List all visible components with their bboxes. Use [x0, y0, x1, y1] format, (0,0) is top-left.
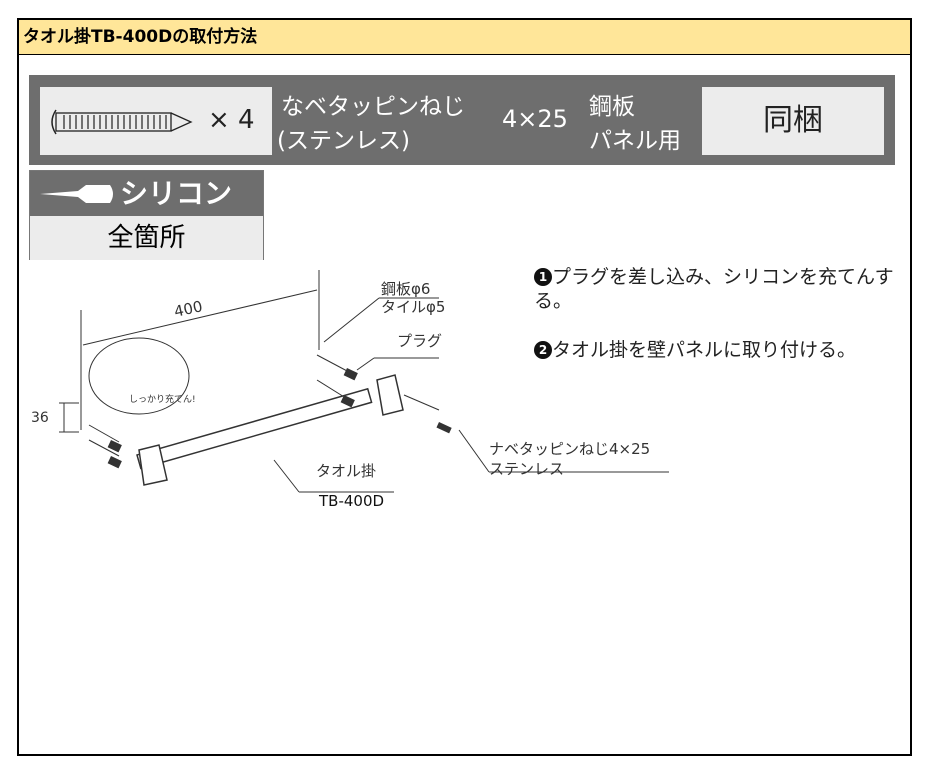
- installation-diagram: [59, 270, 669, 493]
- hole-steel-label: 鋼板φ6: [381, 280, 431, 298]
- screw-callout: ナベタッピンねじ4×25: [489, 440, 651, 458]
- hole-tile-label: タイルφ5: [381, 298, 446, 316]
- page-title: タオル掛TB-400Dの取付方法: [19, 20, 910, 55]
- silicone-location: 全箇所: [30, 216, 263, 260]
- fill-callout: しっかり充てん!: [129, 395, 196, 405]
- included-badge: 同梱: [702, 87, 884, 155]
- screw-box: × 4: [40, 87, 272, 155]
- screw-material-callout: ステンレス: [489, 460, 565, 478]
- height-dimension: 36: [31, 410, 49, 426]
- silicone-label: シリコン: [120, 177, 233, 210]
- screw-icon: [51, 109, 193, 135]
- silicone-box: シリコン 全箇所: [29, 170, 264, 260]
- screw-info-band: × 4 なベタッピンねじ (ステンレス) 4×25 鋼板 パネル用 同梱: [29, 75, 895, 165]
- screw-size: 4×25: [502, 105, 568, 133]
- model-number: TB-400D: [319, 492, 385, 510]
- screw-quantity: × 4: [208, 105, 255, 135]
- screw-material: (ステンレス): [277, 128, 410, 154]
- plug-label: プラグ: [397, 332, 443, 350]
- screw-name: なベタッピンねじ: [281, 94, 465, 120]
- towel-bar-label: タオル掛: [316, 462, 377, 480]
- silicone-tube-icon: [40, 185, 113, 203]
- screw-use-panel: パネル用: [589, 128, 681, 154]
- instruction-panel: タオル掛TB-400Dの取付方法 × 4 なベタッピンねじ (ステンレス) 4×…: [17, 18, 912, 756]
- screw-use: 鋼板: [589, 94, 635, 120]
